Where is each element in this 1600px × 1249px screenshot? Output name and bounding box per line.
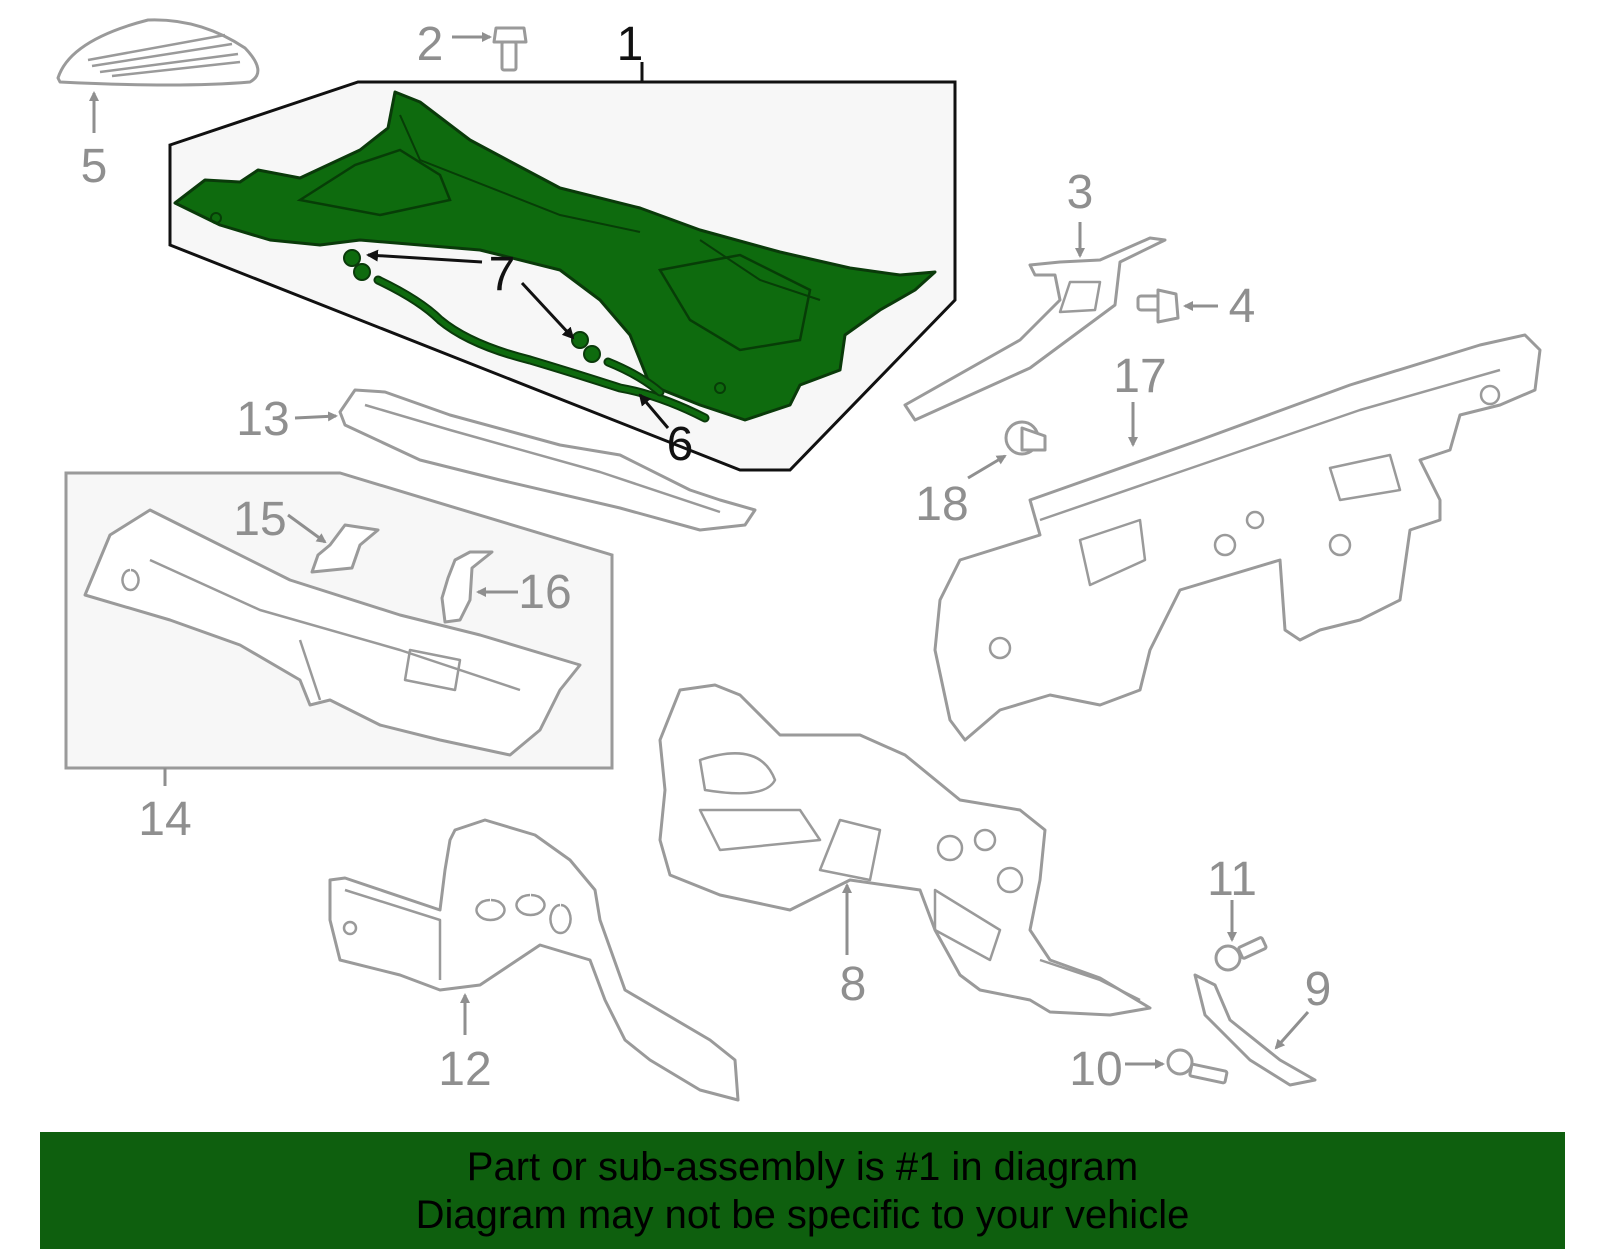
callout-5: 5 — [81, 140, 108, 193]
part-5-vent-cap — [56, 18, 260, 87]
callout-2: 2 — [417, 18, 444, 71]
part-10-bolt — [1166, 1048, 1229, 1085]
callout-18: 18 — [915, 478, 968, 531]
callout-6: 6 — [667, 418, 694, 471]
callout-15: 15 — [233, 493, 286, 546]
part-18-push-pin — [1004, 420, 1047, 456]
part-8-dash-insulator — [658, 683, 1152, 1017]
callout-3: 3 — [1067, 166, 1094, 219]
callout-1: 1 — [617, 18, 644, 71]
part-3-bracket — [903, 236, 1167, 422]
callout-4: 4 — [1229, 280, 1256, 333]
banner-line-part-info: Part or sub-assembly is #1 in diagram — [466, 1144, 1139, 1189]
part-13-reinforcement — [338, 388, 757, 532]
info-banner: Part or sub-assembly is #1 in diagram Di… — [40, 1132, 1565, 1249]
callout-9: 9 — [1305, 963, 1332, 1016]
part-4-bolt — [1136, 288, 1180, 324]
callout-12: 12 — [438, 1043, 491, 1096]
part-11-bolt — [1214, 936, 1268, 972]
part-1-cowl-panel — [173, 90, 937, 422]
part-7-clips — [343, 249, 601, 363]
part-2-bolt — [492, 26, 528, 72]
callout-11: 11 — [1207, 853, 1257, 906]
part-9-bracket — [1193, 973, 1317, 1087]
callout-16: 16 — [518, 566, 571, 619]
part-16-bracket — [440, 550, 494, 624]
part-12-side-panel — [328, 818, 740, 1102]
part-14-upper-dash — [83, 508, 582, 757]
callout-14: 14 — [138, 793, 191, 846]
callout-8: 8 — [840, 958, 867, 1011]
part-17-dash-panel — [933, 333, 1542, 742]
callout-10: 10 — [1069, 1043, 1122, 1096]
banner-line-disclaimer: Diagram may not be specific to your vehi… — [415, 1192, 1190, 1237]
part-15-bracket — [310, 523, 380, 574]
callout-7: 7 — [489, 248, 516, 301]
callout-17: 17 — [1113, 350, 1166, 403]
callout-13: 13 — [236, 393, 289, 446]
